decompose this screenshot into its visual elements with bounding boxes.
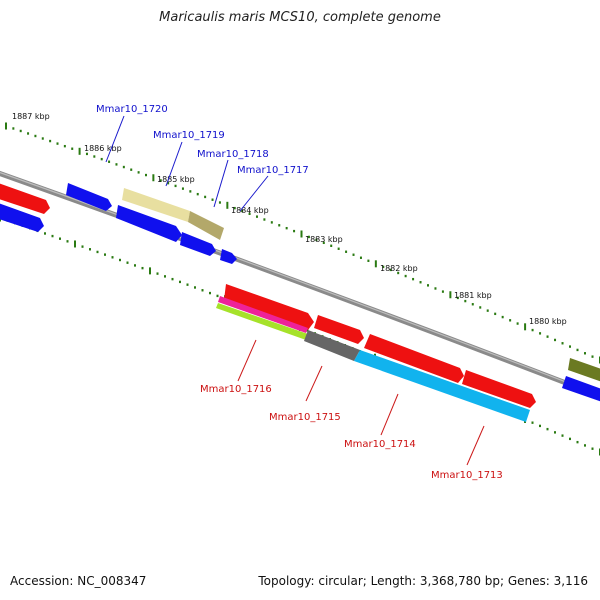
forward-genes (0, 180, 600, 404)
reverse-callouts (237, 339, 485, 466)
gene-label[interactable]: Mmar10_1718 (197, 149, 269, 160)
tick-label: 1882 kbp (380, 264, 418, 273)
tick-label: 1884 kbp (231, 206, 269, 215)
forward-callouts (105, 115, 269, 212)
tick-label: 1885 kbp (157, 175, 195, 184)
gene-block[interactable] (0, 200, 44, 232)
gene-block[interactable] (568, 358, 600, 384)
gene-block[interactable] (220, 249, 237, 264)
tick-label: 1880 kbp (529, 317, 567, 326)
gene-label[interactable]: Mmar10_1719 (153, 130, 225, 141)
map-title: Maricaulis maris MCS10, complete genome (159, 10, 441, 25)
gene-block[interactable] (66, 183, 112, 211)
gene-block[interactable] (188, 211, 224, 240)
reverse-genes (216, 284, 536, 422)
tick-label: 1886 kbp (84, 144, 122, 153)
gene-block[interactable] (218, 296, 308, 333)
gene-block[interactable] (116, 205, 182, 242)
tick-label: 1887 kbp (12, 112, 50, 121)
gene-label[interactable]: Mmar10_1720 (96, 104, 168, 115)
gene-block[interactable] (462, 370, 536, 408)
gene-block[interactable] (216, 303, 308, 340)
outer-tick-track (5, 122, 600, 364)
gene-label[interactable]: Mmar10_1717 (237, 165, 309, 176)
gene-block[interactable] (122, 188, 190, 222)
backbone-line (0, 170, 600, 399)
gene-block[interactable] (364, 334, 464, 383)
gene-label[interactable]: Mmar10_1714 (344, 439, 416, 450)
topology-text: Topology: circular; Length: 3,368,780 bp… (258, 574, 588, 588)
gene-block[interactable] (180, 232, 216, 256)
gene-block[interactable] (562, 376, 600, 404)
gene-label[interactable]: Mmar10_1713 (431, 470, 503, 481)
tick-label: 1881 kbp (454, 291, 492, 300)
gene-block[interactable] (224, 284, 314, 330)
gene-label[interactable]: Mmar10_1716 (200, 384, 272, 395)
gene-block[interactable] (314, 315, 364, 344)
accession-text: Accession: NC_008347 (10, 574, 147, 588)
tick-label: 1883 kbp (305, 235, 343, 244)
gene-block[interactable] (0, 180, 50, 214)
gene-label[interactable]: Mmar10_1715 (269, 412, 341, 423)
backbone-line-highlight (0, 171, 600, 396)
gene-block[interactable] (354, 350, 530, 422)
gene-block[interactable] (304, 330, 360, 361)
